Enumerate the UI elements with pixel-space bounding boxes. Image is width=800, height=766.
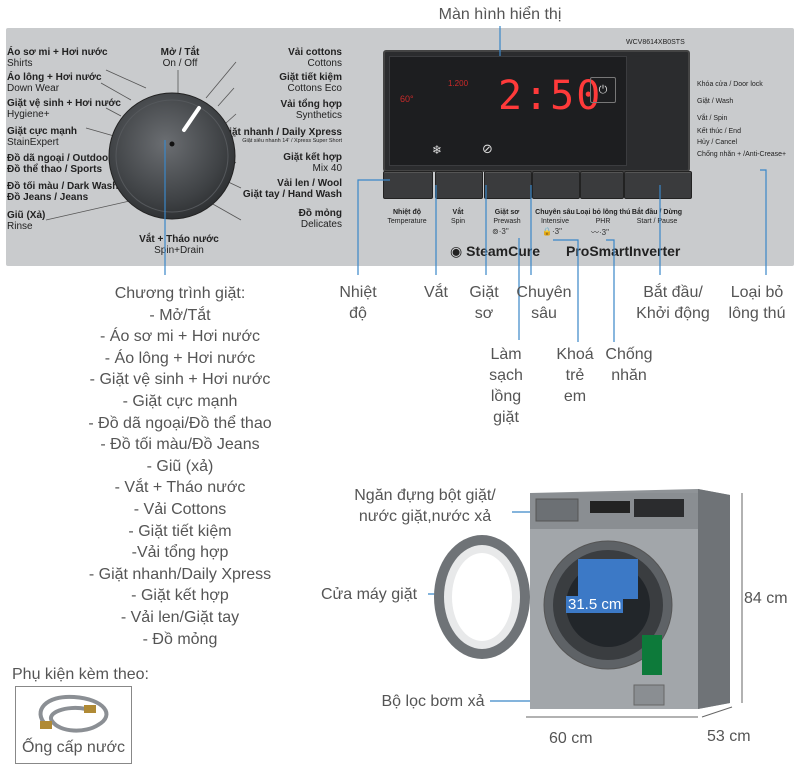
width-dimension: 60 cm	[549, 730, 593, 747]
program-list-item: - Giặt tiết kiệm	[128, 522, 232, 540]
child-lock-icon: 🔒·3"	[542, 227, 562, 236]
program-list-item: - Giặt nhanh/Daily Xpress	[88, 565, 272, 583]
program-list-item: - Giặt kết hợp	[131, 587, 229, 605]
status-end: Kết thúc / End	[697, 128, 741, 135]
spin-button[interactable]	[435, 171, 483, 199]
water-hose-icon	[38, 694, 109, 733]
anti-crease-icon: 〰·3"	[591, 228, 609, 237]
dial-pointer	[182, 106, 201, 132]
program-list-item: - Giặt cực mạnh	[122, 392, 238, 410]
door-diameter-label: 31.5 cm	[566, 596, 624, 613]
status-door-lock: Khóa cửa / Door lock	[697, 81, 763, 88]
height-dimension: 84 cm	[744, 590, 788, 607]
snowflake-icon: ❄	[432, 143, 443, 157]
program-list-item: - Đồ mỏng	[142, 630, 218, 648]
display-time: 2:50	[498, 73, 603, 119]
program-list-item: - Giặt vệ sinh + Hơi nước	[89, 371, 271, 389]
program-list-item: - Áo lông + Hơi nước	[104, 349, 256, 367]
status-cancel: Hủy / Cancel	[697, 139, 738, 146]
program-list-item: - Đồ dã ngoại/Đồ thể thao	[88, 414, 272, 432]
program-list-item: - Áo sơ mi + Hơi nước	[100, 328, 260, 346]
start-pause-button[interactable]	[624, 171, 692, 199]
display-spin: 1.200	[448, 79, 469, 88]
program-list: Chương trình giặt: - Mở/Tắt - Áo sơ mi + H…	[40, 283, 320, 650]
drum-clean-icon: ⊚·3"	[492, 227, 509, 236]
status-wash: Giặt / Wash	[697, 98, 734, 105]
accessory-title: Phụ kiện kèm theo:	[12, 666, 149, 683]
program-list-title: Chương trình giặt:	[114, 285, 246, 302]
steamcure-logo: ◉ SteamCure	[450, 243, 541, 259]
program-list-item: - Vải len/Giặt tay	[120, 608, 240, 626]
prewash-button[interactable]	[484, 171, 532, 199]
callout-detergent: Ngăn đựng bột giặt/nước giặt,nước xả	[354, 487, 496, 525]
no-steam-icon: ⊘	[482, 141, 493, 156]
accessory-item: Ống cấp nước	[21, 739, 126, 756]
program-list-item: - Giũ (xả)	[146, 457, 214, 475]
status-spin: Vắt / Spin	[697, 115, 728, 122]
intensive-button[interactable]	[532, 171, 580, 199]
program-list-item: -Vải tổng hợp	[131, 544, 229, 562]
phr-button[interactable]	[580, 171, 624, 199]
program-list-item: - Vải Cottons	[133, 500, 227, 518]
program-dial[interactable]	[6, 28, 386, 266]
model-number: WCV8614XB0STS	[626, 39, 685, 46]
depth-dimension: 53 cm	[707, 728, 751, 745]
program-list-item: - Đồ tối màu/Đồ Jeans	[100, 436, 260, 454]
program-list-item: - Mở/Tắt	[149, 306, 211, 324]
display-title: Màn hình hiển thị	[438, 6, 562, 23]
program-list-item: - Vắt + Tháo nước	[114, 479, 246, 497]
accessory-box: Ống cấp nước	[15, 686, 132, 764]
callout-door: Cửa máy giặt	[320, 586, 418, 603]
status-anti-crease: Chống nhăn + /Anti-Crease+	[697, 151, 787, 158]
program-label-rinse: Giũ (Xả)Rinse	[7, 210, 46, 232]
prosmartinverter-logo: ProSmartInverter	[566, 243, 681, 259]
display-temp: 60°	[400, 94, 414, 104]
temperature-button[interactable]	[383, 171, 433, 199]
display-screen: 60° 1.200 2:50 ⏻ ❄ ⊘	[389, 56, 627, 166]
callout-spin: Vắt	[423, 284, 448, 301]
callout-filter: Bộ lọc bơm xả	[381, 693, 485, 710]
callout-start: Bắt đầu/Khởi động	[636, 284, 710, 322]
delay-timer-icon[interactable]: ⏻	[590, 77, 616, 103]
